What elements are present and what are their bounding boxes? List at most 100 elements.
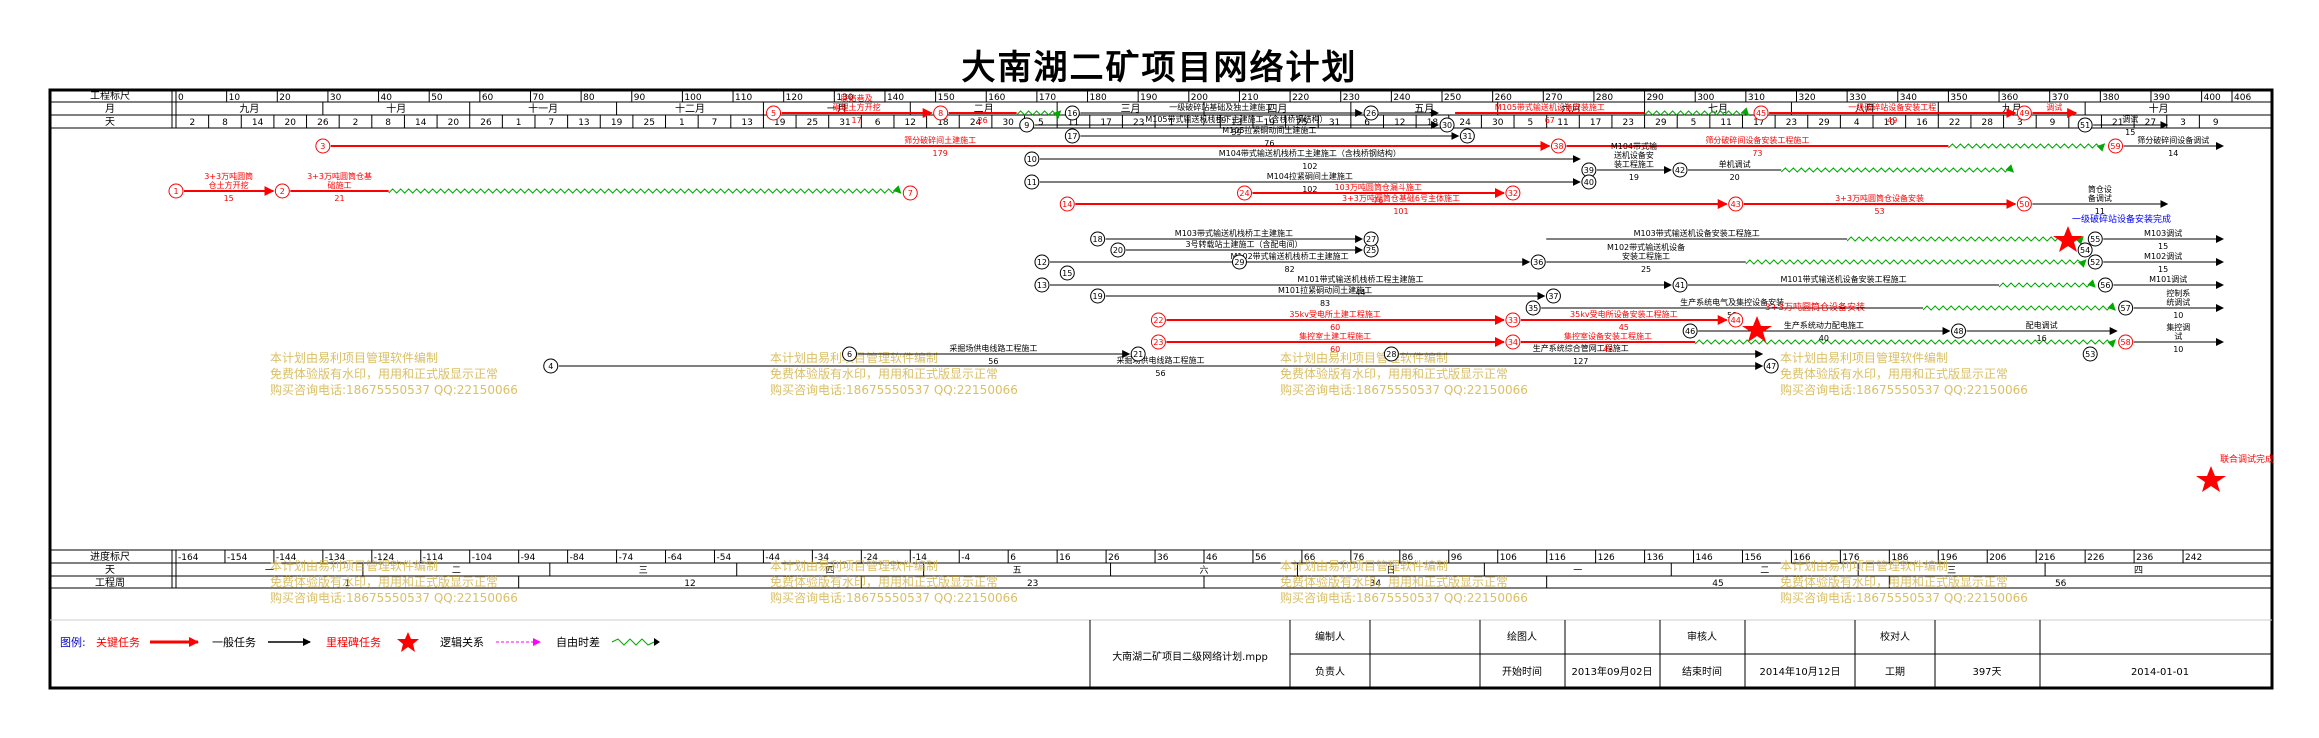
task-duration: 60 [1330, 323, 1340, 332]
event-node: 42 [1672, 162, 1688, 178]
node-circle [1150, 312, 1166, 328]
task-name: 103万吨圆筒仓漏斗施工 [1335, 182, 1422, 192]
event-node: 55 [2087, 231, 2103, 247]
progress-tick-label: -64 [668, 553, 683, 563]
node-number: 46 [1685, 327, 1695, 336]
legend-float-wave [611, 638, 655, 646]
event-node: 18 [1090, 231, 1106, 247]
progress-tick-label: -24 [863, 553, 878, 563]
task-duration: 15 [2125, 128, 2135, 137]
node-number: 26 [1366, 109, 1376, 118]
task-name: 础施工 [328, 180, 352, 190]
day-label: 24 [1459, 118, 1471, 128]
task-duration: 83 [1320, 299, 1330, 308]
day-label: 25 [1296, 118, 1307, 128]
progress-tick-label: -114 [423, 553, 444, 563]
node-number: 23 [1153, 338, 1163, 347]
float-wave [1998, 279, 2096, 288]
week-number: 56 [2055, 579, 2067, 589]
scale-tick-label: 60 [482, 93, 494, 103]
legend-prefix: 图例: [60, 635, 86, 649]
weekday-label: 三 [1947, 566, 1956, 576]
node-number: 56 [2100, 281, 2110, 290]
day-label: 26 [480, 118, 492, 128]
task-name: 联络巷及 [841, 93, 873, 103]
legend-normal-label: 一般任务 [212, 636, 256, 649]
end-label: 结束时间 [1682, 665, 1722, 678]
month-label: 五月 [1414, 103, 1434, 115]
node-number: 36 [1533, 258, 1543, 267]
node-circle [1090, 231, 1106, 247]
day-label: 7 [712, 118, 718, 128]
watermark-text: 免费体验版有水印，用用和正式版显示正常 [1780, 574, 2008, 589]
node-circle [1439, 117, 1455, 133]
node-circle [1525, 300, 1541, 316]
node-number: 27 [1366, 235, 1376, 244]
task-duration: 25 [1641, 265, 1651, 274]
page-title: 大南湖二矿项目网络计划 [961, 48, 1358, 88]
milestone-label: 3+3万吨圆筒仓设备安装 [1765, 301, 1865, 313]
node-circle [2077, 117, 2093, 133]
progress-tick-label: 136 [1647, 553, 1664, 563]
task-name: M104拉紧硐间土建施工 [1267, 171, 1353, 181]
weekday-label: 四 [826, 566, 835, 576]
scale-tick-label: 406 [2234, 93, 2251, 103]
progress-tick-label: 126 [1598, 553, 1615, 563]
node-circle [1034, 277, 1050, 293]
task-name: 筛分破碎间土建施工 [904, 135, 976, 145]
header-row-label: 工程标尺 [90, 90, 130, 102]
day-label: 28 [1982, 118, 1994, 128]
node-number: 44 [1731, 316, 1741, 325]
task-arrow: M101调试 [2113, 274, 2224, 289]
node-circle [2087, 231, 2103, 247]
legend-float-label: 自由时差 [556, 635, 600, 649]
watermark-text: 免费体验版有水印，用用和正式版显示正常 [270, 574, 498, 589]
scale-tick-label: 290 [1647, 93, 1664, 103]
scale-tick-label: 120 [786, 93, 803, 103]
node-circle [1581, 174, 1597, 190]
day-label: 3 [2180, 118, 2186, 128]
task-name: M105拉紧硐动间土建施工 [1222, 125, 1316, 135]
scale-tick-label: 140 [887, 93, 904, 103]
task-name: 3号转载站土建施工（含配电间） [1185, 239, 1302, 249]
node-number: 38 [1553, 142, 1563, 151]
weekday-label: 一 [265, 566, 274, 576]
day-label: 12 [1394, 118, 1405, 128]
task-duration: 10 [2173, 345, 2183, 354]
footer-cells: -164-154-144-134-124-114-104-94-84-74-64… [175, 550, 2202, 589]
task-duration: 56 [1155, 369, 1165, 378]
scale-tick-label: 10 [229, 93, 241, 103]
node-circle [2118, 334, 2134, 350]
header-grid [50, 90, 2272, 621]
task-name: M103带式输送机设备安装工程施工 [1634, 228, 1760, 238]
task-arrow: M101带式输送机设备安装工程施工 [1688, 274, 2096, 288]
day-label: 4 [1854, 118, 1860, 128]
scale-tick-label: 260 [1495, 93, 1512, 103]
scale-tick-label: 250 [1444, 93, 1461, 103]
task-arrow: 26 [948, 110, 1062, 125]
event-node: 38 [1550, 138, 1566, 154]
scale-tick-label: 220 [1292, 93, 1309, 103]
event-node: 4 [543, 358, 559, 374]
task-name: M103调试 [2144, 228, 2182, 238]
footer-row-label: 天 [105, 565, 115, 576]
watermark-text: 免费体验版有水印，用用和正式版显示正常 [770, 574, 998, 589]
start-value: 2013年09月02日 [1572, 665, 1653, 678]
weekday-label: 三 [639, 566, 648, 576]
task-duration: 73 [1752, 149, 1762, 158]
event-node: 12 [1034, 254, 1050, 270]
progress-tick-label: 66 [1304, 553, 1316, 563]
day-label: 27 [2145, 118, 2156, 128]
progress-tick-label: 206 [1989, 553, 2006, 563]
